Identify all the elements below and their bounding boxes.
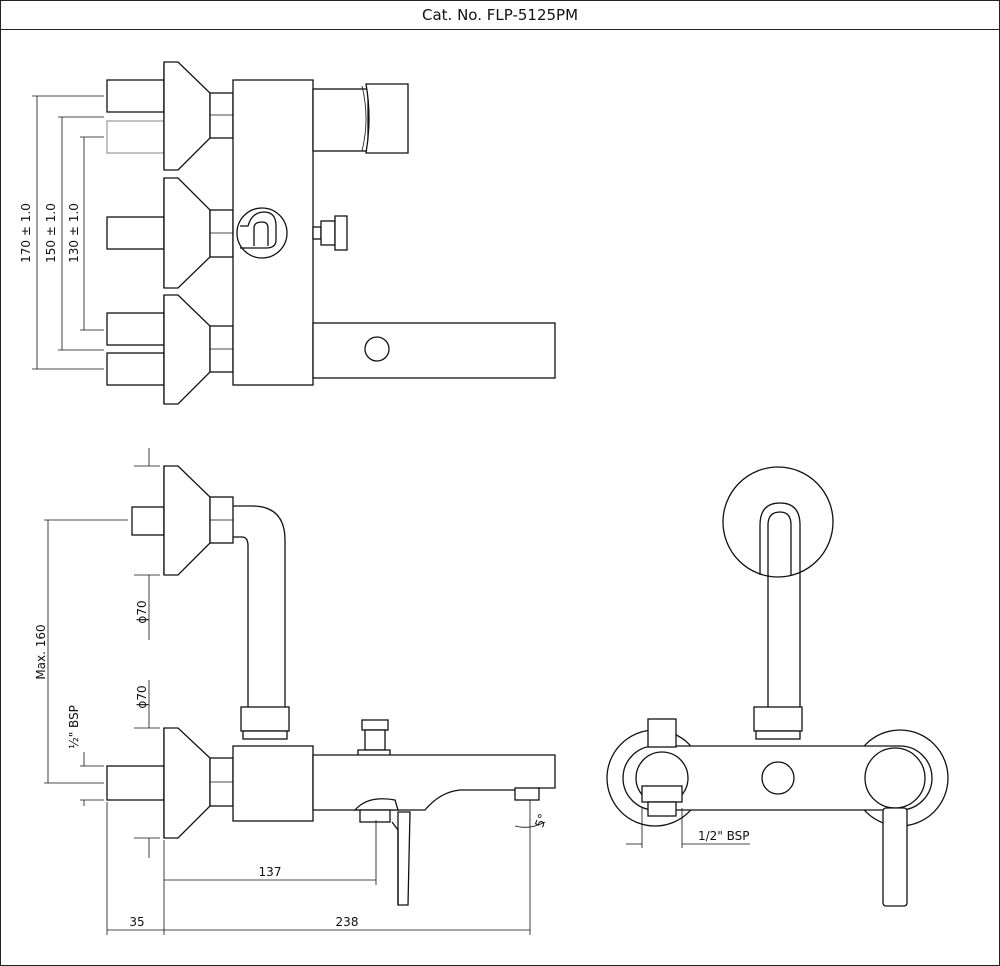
dim-inlet-thread-label: ½" BSP bbox=[67, 705, 81, 749]
flange-lower bbox=[163, 294, 234, 405]
front-riser-inner bbox=[767, 511, 792, 707]
flange-upper bbox=[163, 61, 234, 171]
dim-flange-upper-label: ϕ70 bbox=[135, 600, 149, 623]
front-diverter-button bbox=[761, 761, 795, 795]
dimension-lines-front bbox=[626, 808, 750, 848]
lever-handle-top bbox=[312, 83, 409, 154]
mixer-body-top bbox=[232, 79, 314, 386]
inlet-stub-170-upper bbox=[106, 79, 165, 113]
riser-pipe-inner bbox=[233, 536, 249, 707]
diverter-knob-side bbox=[357, 719, 391, 757]
front-left-connection bbox=[635, 718, 689, 817]
inlet-stub-170-lower bbox=[106, 352, 165, 386]
front-lever-handle bbox=[882, 807, 908, 907]
dim-flange-lower-label: ϕ70 bbox=[135, 685, 149, 708]
dim-137-label: 137 bbox=[259, 865, 282, 879]
side-inlet-lower bbox=[106, 765, 165, 801]
diverter-knob-top bbox=[312, 215, 348, 251]
dim-35-label: 35 bbox=[129, 915, 144, 929]
front-wall-flange-top bbox=[722, 466, 834, 578]
spout-side bbox=[312, 754, 556, 811]
inlet-stub-150-upper bbox=[106, 120, 165, 154]
dim-130-label: 130 ± 1.0 bbox=[67, 203, 81, 263]
top-view: 170 ± 1.0 150 ± 1.0 130 ± 1.0 bbox=[19, 61, 556, 405]
front-lever-cap bbox=[864, 747, 926, 809]
front-view: 1/2" BSP bbox=[606, 466, 949, 907]
front-hex-nut bbox=[753, 706, 803, 740]
dim-max-height-label: Max. 160 bbox=[34, 624, 48, 679]
dim-170-label: 170 ± 1.0 bbox=[19, 203, 33, 263]
spout-top bbox=[312, 322, 556, 379]
side-inlet-upper bbox=[131, 506, 165, 536]
riser-pipe-outer bbox=[233, 505, 286, 707]
inlet-stub-center bbox=[106, 216, 165, 250]
dim-238-label: 238 bbox=[336, 915, 359, 929]
dim-150-label: 150 ± 1.0 bbox=[44, 203, 58, 263]
front-riser-outer bbox=[759, 502, 801, 707]
dimension-lines-side bbox=[44, 448, 546, 935]
spout-aerator bbox=[364, 336, 390, 362]
side-flange-upper bbox=[163, 465, 234, 576]
side-view: Max. 160 ϕ70 ϕ70 ½" BSP 5° 137 35 238 bbox=[34, 448, 556, 935]
dimension-lines-top bbox=[32, 95, 104, 370]
shower-outlet-ring bbox=[236, 207, 288, 259]
inlet-stub-150-lower bbox=[106, 312, 165, 346]
lever-handle-side bbox=[353, 798, 411, 906]
side-flange-lower bbox=[163, 727, 234, 839]
front-bsp-label: 1/2" BSP bbox=[698, 829, 750, 843]
flange-middle bbox=[163, 177, 234, 289]
dim-spout-angle-label: 5° bbox=[532, 812, 550, 830]
mixer-body-side bbox=[232, 745, 314, 822]
spout-aerator-side bbox=[514, 787, 540, 801]
catalog-number-title: Cat. No. FLP-5125PM bbox=[1, 1, 999, 30]
riser-hex-nut bbox=[240, 706, 290, 740]
